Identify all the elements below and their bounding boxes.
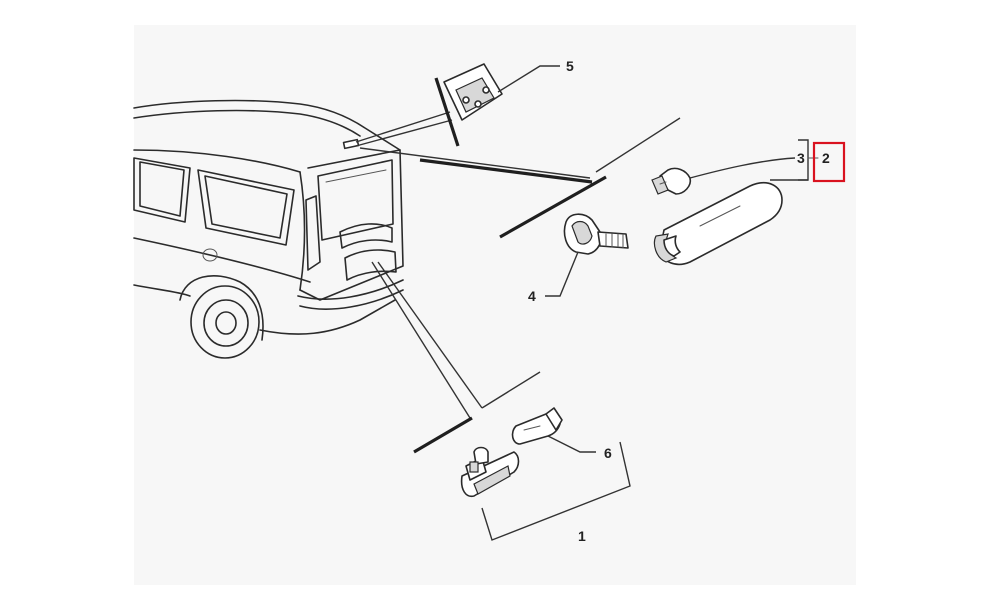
callout-1: 1 xyxy=(578,528,586,544)
cut-mark-mid xyxy=(499,175,607,239)
callout-6: 6 xyxy=(604,445,612,461)
callout-3: 3 xyxy=(797,150,805,166)
part-4-bulb-holder xyxy=(563,213,629,255)
callout-2: 2 xyxy=(822,150,830,166)
cut-mark-bracket xyxy=(434,77,460,147)
part-1-plate-light xyxy=(460,446,520,498)
highlight-box xyxy=(812,141,846,183)
part-2-lamp-unit xyxy=(653,182,783,266)
connection-lines xyxy=(355,111,681,419)
callout-4: 4 xyxy=(528,288,536,304)
callout-leaders xyxy=(481,65,819,541)
part-5-bracket xyxy=(443,63,503,121)
diagram-panel xyxy=(134,25,856,585)
cut-mark-upper xyxy=(419,158,593,184)
cut-mark-lower xyxy=(413,416,473,454)
part-3-bulb xyxy=(651,167,692,195)
part-6-wedge-bulb xyxy=(511,407,563,445)
callout-5: 5 xyxy=(566,58,574,74)
van-illustration xyxy=(133,99,404,359)
